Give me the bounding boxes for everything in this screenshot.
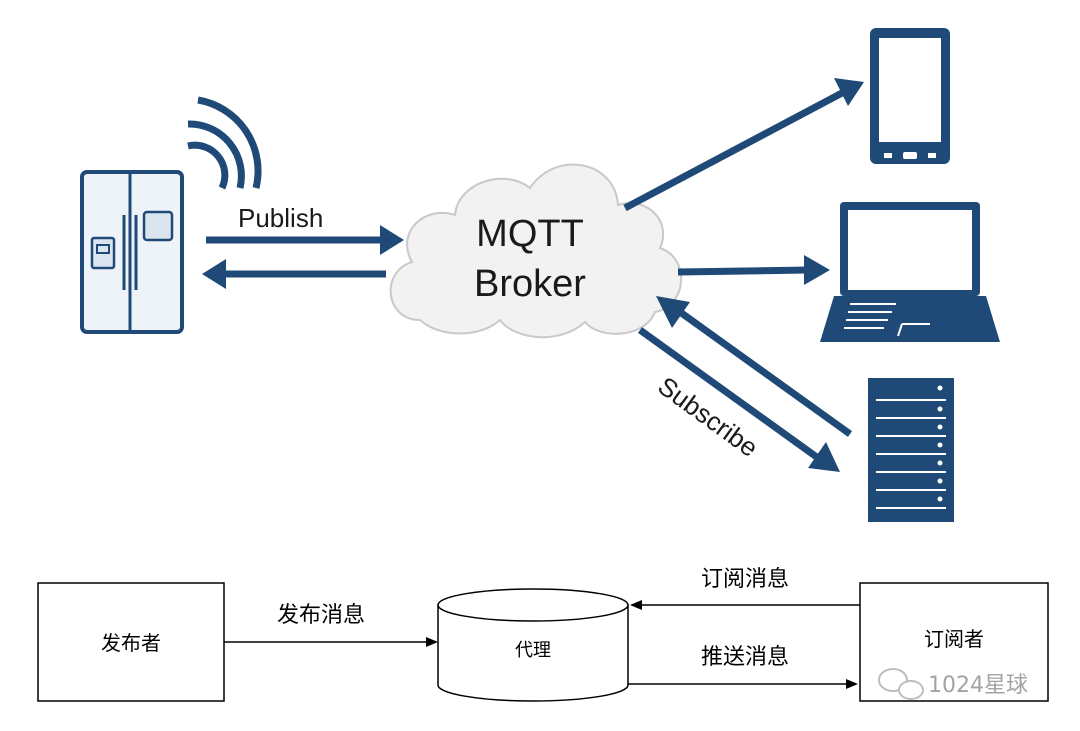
subscriber-box xyxy=(859,582,1049,702)
laptop-icon xyxy=(820,202,1000,342)
broker-title-line2: Broker xyxy=(474,263,586,305)
subscriber-box-label: 订阅者 xyxy=(924,627,984,651)
broker-title-line1: MQTT xyxy=(476,213,584,255)
publish-message-label: 发布消息 xyxy=(277,603,365,628)
refrigerator-icon xyxy=(80,170,184,334)
subscribe-message-label: 订阅消息 xyxy=(701,567,789,592)
server-rack-icon xyxy=(868,378,954,522)
broker-cylinder-label: 代理 xyxy=(515,640,551,661)
publish-label: Publish xyxy=(238,203,323,233)
broker-cloud xyxy=(389,163,683,339)
wifi-signal-icon xyxy=(187,96,262,190)
publish-arrows xyxy=(202,225,404,289)
wechat-icon xyxy=(878,668,924,700)
delivery-arrows xyxy=(623,78,864,472)
subscribe-label: Subscribe xyxy=(652,371,763,463)
publisher-box xyxy=(37,582,225,702)
push-message-label: 推送消息 xyxy=(701,645,789,670)
watermark-text: 1024星球 xyxy=(928,673,1028,698)
broker-cylinder xyxy=(437,588,629,702)
smartphone-icon xyxy=(870,28,950,164)
publisher-box-label: 发布者 xyxy=(101,631,161,655)
